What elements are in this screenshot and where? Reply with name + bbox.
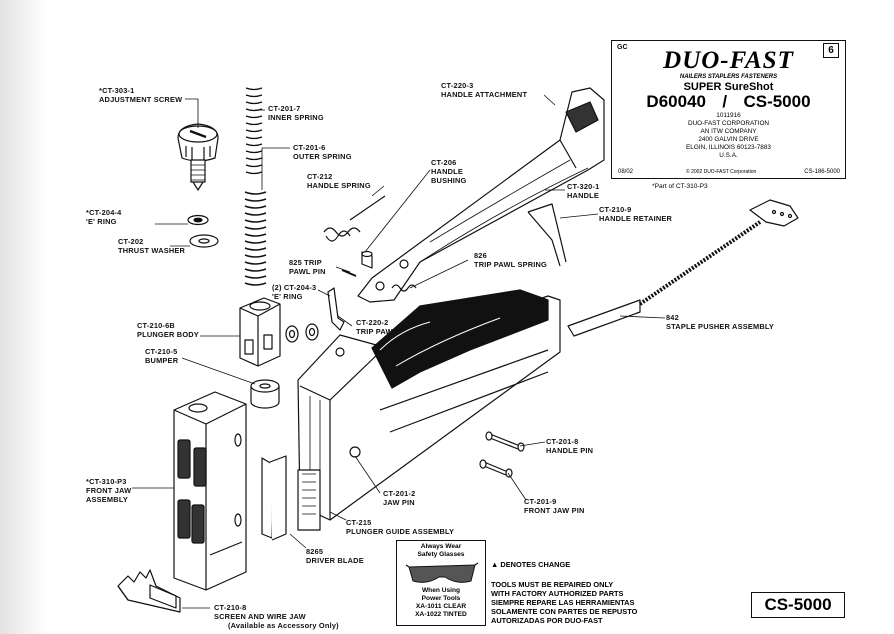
handle-bushing-part <box>361 250 373 269</box>
thrust-washer-part <box>189 234 219 248</box>
page-number: 6 <box>823 43 839 58</box>
model-numbers: D60040 / CS-5000 <box>646 92 811 111</box>
repair-notes: ▲ DENOTES CHANGE TOOLS MUST BE REPAIRED … <box>491 560 638 625</box>
product-name: SUPER SureShot <box>683 81 774 93</box>
document-code: CS-186-5000 <box>804 169 840 175</box>
handle-part <box>357 87 605 303</box>
label-e-ring-pair: (2) CT-204-3'E' RING <box>272 283 317 301</box>
front-jaw-pin-part <box>479 459 513 478</box>
revision-date: 08/02 <box>618 169 634 175</box>
screen-wire-jaw-part <box>117 569 181 613</box>
model-box: CS-5000 <box>751 592 845 618</box>
trip-pawl-part <box>327 287 345 331</box>
trip-pawl-spring-part <box>391 284 417 292</box>
staple-pusher-part <box>567 199 799 337</box>
inner-spring-part <box>245 87 263 175</box>
company-address: 1011916 DUO-FAST CORPORATION AN ITW COMP… <box>686 112 771 159</box>
handle-spring-part <box>323 195 386 242</box>
part-of-note: *Part of CT-310-P3 <box>652 183 708 190</box>
outer-spring-part <box>244 191 267 286</box>
brand-logo: DUO-FAST <box>663 47 794 74</box>
title-block: GC 6 DUO-FAST NAILERS STAPLERS FASTENERS… <box>611 40 846 179</box>
adjustment-screw-part <box>177 123 219 191</box>
left-edge-shading <box>0 0 48 634</box>
label-e-ring: *CT-204-4'E' RING <box>86 208 122 226</box>
e-rings-pair-part <box>285 323 319 343</box>
driver-blade-part <box>261 455 287 541</box>
corner-code: GC <box>617 44 628 51</box>
grip-part <box>371 289 549 389</box>
main-body-part <box>297 295 561 531</box>
safety-glasses-icon <box>405 562 479 583</box>
brand-tagline: NAILERS STAPLERS FASTENERS <box>679 74 778 80</box>
e-ring-part <box>187 214 209 226</box>
front-jaw-assembly-part <box>173 391 247 591</box>
handle-pin-part <box>485 431 525 452</box>
bumper-part <box>250 379 280 409</box>
plunger-body-part <box>239 297 281 367</box>
handle-retainer-part <box>527 203 567 267</box>
copyright: © 2002 DUO-FAST Corporation <box>686 169 757 175</box>
leader-lines <box>132 94 666 609</box>
trip-pawl-pin-part <box>341 269 357 277</box>
denotes-change-note: ▲ DENOTES CHANGE <box>491 560 571 569</box>
